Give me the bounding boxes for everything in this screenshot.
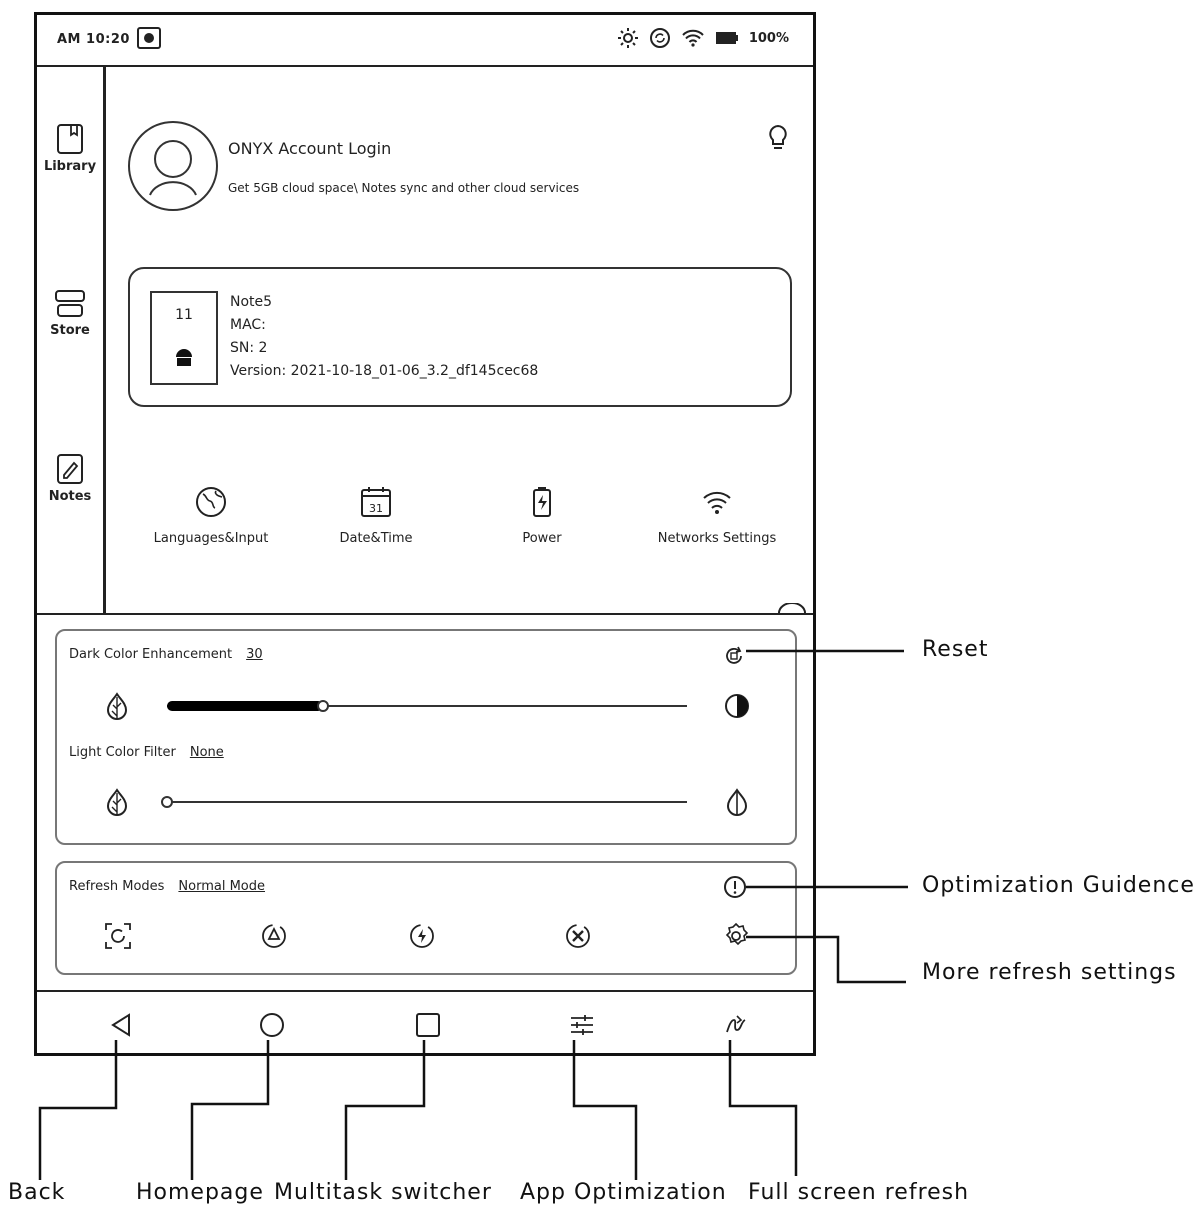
callout-more-refresh-settings: More refresh settings: [922, 960, 1177, 985]
quick-setting-power[interactable]: Power: [492, 485, 592, 546]
battery-percent: 100%: [748, 30, 789, 46]
callout-back: Back: [8, 1180, 66, 1205]
main-content: ONYX Account Login Get 5GB cloud space\ …: [106, 65, 813, 613]
refresh-modes-value[interactable]: Normal Mode: [178, 879, 266, 894]
dark-enhancement-value[interactable]: 30: [246, 647, 263, 662]
dark-enhancement-row-label: Dark Color Enhancement 30: [69, 647, 263, 662]
device-mac: MAC:: [230, 317, 266, 333]
sidebar-item-label: Store: [50, 323, 90, 338]
light-high-icon: [726, 788, 748, 816]
panel-handle-icon[interactable]: [777, 603, 807, 613]
dark-enhancement-label: Dark Color Enhancement: [69, 647, 233, 662]
color-adjust-panel: Dark Color Enhancement 30 Light Color Fil…: [55, 629, 797, 845]
status-bar: AM 10:20 100%: [37, 15, 813, 67]
account-login-subtitle: Get 5GB cloud space\ Notes sync and othe…: [228, 181, 580, 195]
app-optimization-icon[interactable]: [569, 1012, 595, 1038]
callout-multitask-switcher: Multitask switcher: [274, 1180, 492, 1205]
light-filter-slider-track[interactable]: [167, 801, 687, 803]
device-version: Version: 2021-10-18_01-06_3.2_df145cec68: [230, 363, 539, 379]
wifi-status-icon: [682, 29, 704, 47]
settings-gear-icon[interactable]: [721, 921, 751, 951]
quick-setting-date-time[interactable]: 31 Date&Time: [316, 485, 436, 546]
wifi-icon: [703, 491, 731, 514]
light-filter-row-label: Light Color Filter None: [69, 745, 224, 760]
navigation-bar: [37, 990, 813, 1058]
refresh-modes-panel: Refresh Modes Normal Mode: [55, 861, 797, 975]
refresh-mode-fast-icon[interactable]: [563, 921, 593, 951]
calendar-icon: 31: [361, 487, 391, 517]
device-info-text: Note5 MAC: SN: 2 Version: 2021-10-18_01-…: [230, 291, 538, 383]
avatar[interactable]: [128, 121, 218, 211]
quick-setting-languages[interactable]: Languages&Input: [146, 485, 276, 546]
quick-setting-label: Networks Settings: [657, 531, 777, 546]
sidebar-item-library[interactable]: Library: [37, 123, 103, 174]
callout-app-optimization: App Optimization: [520, 1180, 727, 1205]
lightbulb-icon[interactable]: [765, 123, 791, 153]
sidebar-item-label: Notes: [48, 489, 92, 504]
screenshot-indicator-icon: [137, 27, 161, 49]
refresh-modes-label: Refresh Modes: [69, 879, 165, 894]
notes-icon: [57, 454, 83, 484]
dark-enhancement-slider-fill: [167, 701, 323, 711]
full-refresh-icon[interactable]: [723, 1012, 749, 1038]
device-info-card[interactable]: 11 Note5 MAC: SN: 2 Version: 2021-10-18_…: [128, 267, 792, 407]
dark-enhancement-slider-track[interactable]: [167, 705, 687, 707]
callout-reset: Reset: [922, 637, 989, 662]
library-icon: [57, 124, 83, 154]
device-thumbnail-number: 11: [175, 307, 193, 323]
battery-status-icon: [715, 32, 738, 44]
globe-icon: [196, 487, 226, 517]
refresh-mode-speed-icon[interactable]: [259, 921, 289, 951]
light-filter-value[interactable]: None: [189, 745, 224, 760]
account-login-title[interactable]: ONYX Account Login: [228, 139, 392, 158]
callout-homepage: Homepage: [136, 1180, 264, 1205]
quick-setting-label: Power: [522, 531, 562, 546]
quick-setting-label: Languages&Input: [153, 531, 269, 546]
light-filter-slider-thumb[interactable]: [161, 796, 173, 808]
quick-setting-networks[interactable]: Networks Settings: [642, 485, 792, 546]
battery-icon: [533, 487, 551, 517]
android-icon: [176, 349, 192, 366]
sidebar-item-notes[interactable]: Notes: [37, 453, 103, 504]
quick-setting-label: Date&Time: [339, 531, 413, 546]
refresh-modes-row-label: Refresh Modes Normal Mode: [69, 879, 265, 894]
sync-icon: [649, 28, 670, 48]
status-time: AM 10:20: [57, 32, 130, 47]
sidebar: Library Store Notes: [37, 65, 106, 613]
user-icon: [149, 140, 197, 196]
device-sn: SN: 2: [230, 340, 268, 356]
dark-low-icon: [106, 692, 128, 720]
device-screen: AM 10:20 100% Library Store Notes: [34, 12, 816, 1056]
info-icon[interactable]: [723, 875, 747, 899]
dark-enhancement-slider-thumb[interactable]: [317, 700, 329, 712]
calendar-day: 31: [369, 502, 383, 515]
sidebar-item-store[interactable]: Store: [37, 289, 103, 338]
home-icon[interactable]: [259, 1012, 285, 1038]
back-icon[interactable]: [109, 1012, 133, 1038]
dark-high-icon: [725, 694, 749, 718]
sidebar-item-label: Library: [43, 159, 97, 174]
control-panel-divider: [37, 613, 813, 615]
brightness-icon: [617, 28, 638, 48]
refresh-mode-normal-icon[interactable]: [103, 921, 133, 951]
light-filter-label: Light Color Filter: [69, 745, 176, 760]
device-thumbnail: 11: [150, 291, 218, 385]
reset-icon[interactable]: [723, 645, 745, 667]
multitask-icon[interactable]: [415, 1012, 441, 1038]
callout-full-screen-refresh: Full screen refresh: [748, 1180, 970, 1205]
callout-optimization-guidance: Optimization Guidence: [922, 873, 1195, 898]
store-icon: [55, 290, 85, 317]
light-low-icon: [106, 788, 128, 816]
refresh-mode-balanced-icon[interactable]: [407, 921, 437, 951]
device-name: Note5: [230, 294, 273, 310]
